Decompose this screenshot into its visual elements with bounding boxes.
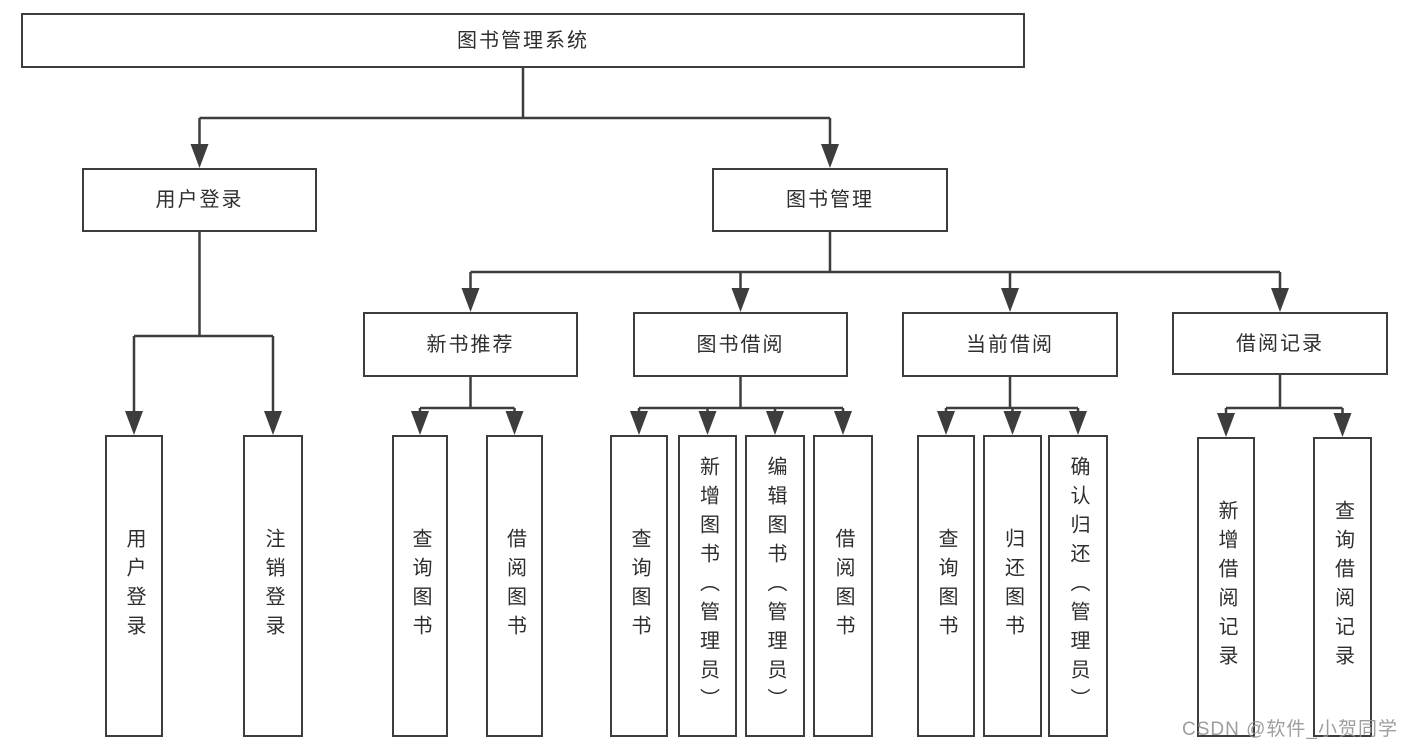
edge-user-login-children <box>125 232 282 435</box>
node-add-borrow-record-leaf: 新增借阅记录 <box>1197 437 1255 737</box>
edge-system-children <box>190 68 839 168</box>
node-edit-books-admin-leaf: 编辑图书（管理员） <box>745 435 805 737</box>
arrow-down-icon <box>1217 413 1352 437</box>
arrow-down-icon <box>411 411 524 435</box>
arrow-down-icon <box>125 411 282 435</box>
node-new-book-recommend: 新书推荐 <box>363 312 578 377</box>
edge-book-mgmt-children <box>461 232 1289 312</box>
arrow-down-icon <box>937 411 1087 435</box>
edge-new-book-children <box>411 377 524 435</box>
node-return-books-leaf: 归还图书 <box>983 435 1042 737</box>
edge-current-borrow-children <box>937 377 1087 435</box>
node-user-login: 用户登录 <box>82 168 317 232</box>
node-borrow-books-leaf: 借阅图书 <box>486 435 543 737</box>
node-borrowing-records: 借阅记录 <box>1172 312 1388 375</box>
arrow-down-icon <box>461 288 1289 312</box>
node-borrow-books-leaf: 借阅图书 <box>813 435 873 737</box>
edge-borrow-record-children <box>1217 375 1352 437</box>
node-confirm-return-admin-leaf: 确认归还（管理员） <box>1048 435 1108 737</box>
node-query-books-leaf: 查询图书 <box>917 435 975 737</box>
node-current-borrowing: 当前借阅 <box>902 312 1118 377</box>
node-add-books-admin-leaf: 新增图书（管理员） <box>678 435 737 737</box>
node-query-borrow-record-leaf: 查询借阅记录 <box>1313 437 1372 737</box>
arrow-down-icon <box>630 411 852 435</box>
node-query-books-leaf: 查询图书 <box>392 435 448 737</box>
node-system-title: 图书管理系统 <box>21 13 1025 68</box>
node-logout-leaf: 注销登录 <box>243 435 303 737</box>
arrow-down-icon <box>190 144 839 168</box>
node-book-borrowing: 图书借阅 <box>633 312 848 377</box>
edge-book-borrow-children <box>630 377 852 435</box>
node-query-books-leaf: 查询图书 <box>610 435 668 737</box>
node-book-management: 图书管理 <box>712 168 948 232</box>
node-user-login-leaf: 用户登录 <box>105 435 163 737</box>
